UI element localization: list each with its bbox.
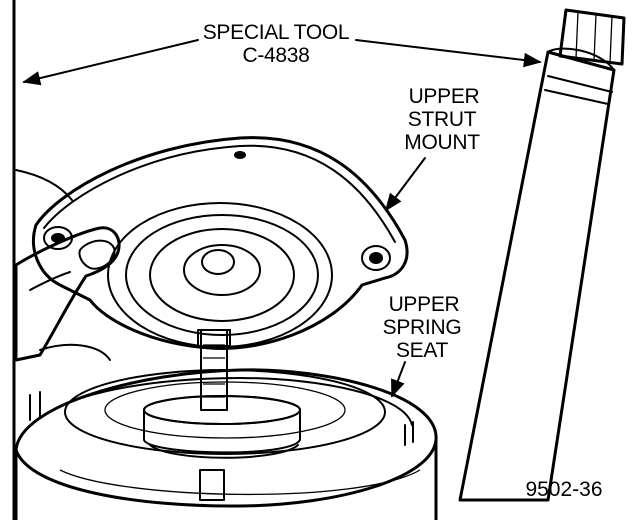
label-special-tool: SPECIAL TOOL C-4838 xyxy=(203,21,350,67)
leader-arrows xyxy=(22,39,542,398)
label-upper-strut-mount-line2: STRUT xyxy=(408,108,477,131)
label-upper-strut-mount-line1: UPPER xyxy=(409,85,480,108)
upper-spring-seat xyxy=(14,368,438,520)
label-upper-spring-seat-line2: SPRING xyxy=(383,316,462,339)
label-upper-spring-seat-line3: SEAT xyxy=(396,339,449,362)
rod-nut-stack xyxy=(143,395,301,459)
special-tool-c4838 xyxy=(458,8,626,502)
label-special-tool-line1: SPECIAL TOOL xyxy=(203,21,350,44)
figure-number: 9502-36 xyxy=(525,478,602,501)
upper-strut-mount xyxy=(32,136,409,350)
label-upper-spring-seat: UPPER SPRING SEAT xyxy=(383,293,462,362)
label-upper-spring-seat-line1: UPPER xyxy=(389,293,460,316)
label-special-tool-line2: C-4838 xyxy=(242,44,309,67)
label-upper-strut-mount-line3: MOUNT xyxy=(404,131,480,154)
technician-hand xyxy=(14,169,121,362)
label-upper-strut-mount: UPPER STRUT MOUNT xyxy=(404,85,480,154)
